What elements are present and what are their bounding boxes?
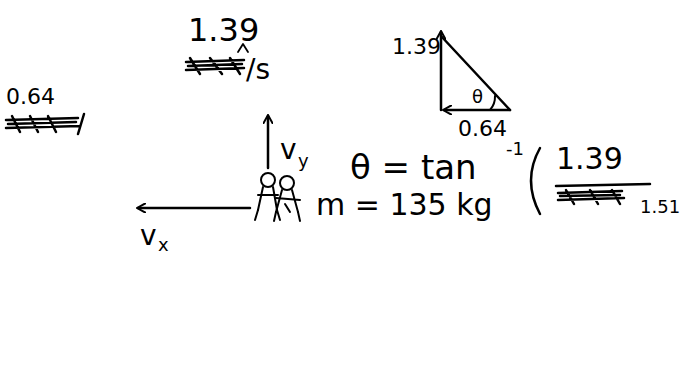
mass-label: m = 135 kg <box>316 190 493 220</box>
side-label: 0.64 <box>458 118 507 140</box>
denominator-label: 1.51 <box>640 198 680 216</box>
side-label: 1.39 <box>392 36 441 58</box>
velocity-triangle <box>441 32 510 110</box>
variable-label: v <box>280 136 297 164</box>
crossed-out-text <box>186 58 244 74</box>
parenthesis <box>531 148 540 214</box>
subscript-label: x <box>158 236 169 254</box>
crossed-out-text <box>6 114 84 134</box>
equation-label: θ = tan <box>350 150 477 184</box>
superscript-label: -1 <box>506 140 524 158</box>
stick-figures <box>255 173 300 221</box>
velocity-arrow <box>138 207 250 210</box>
angle-label: θ <box>472 88 483 106</box>
unit-label: /s <box>246 56 270 84</box>
value-label: 0.64 <box>6 86 55 108</box>
subscript-label: y <box>298 152 309 170</box>
fraction-line <box>556 184 650 186</box>
value-label: 1.39 <box>188 14 259 46</box>
crossed-out-text <box>558 190 624 204</box>
variable-label: v <box>140 222 157 250</box>
numerator-label: 1.39 <box>556 144 623 174</box>
velocity-arrow <box>267 116 270 168</box>
